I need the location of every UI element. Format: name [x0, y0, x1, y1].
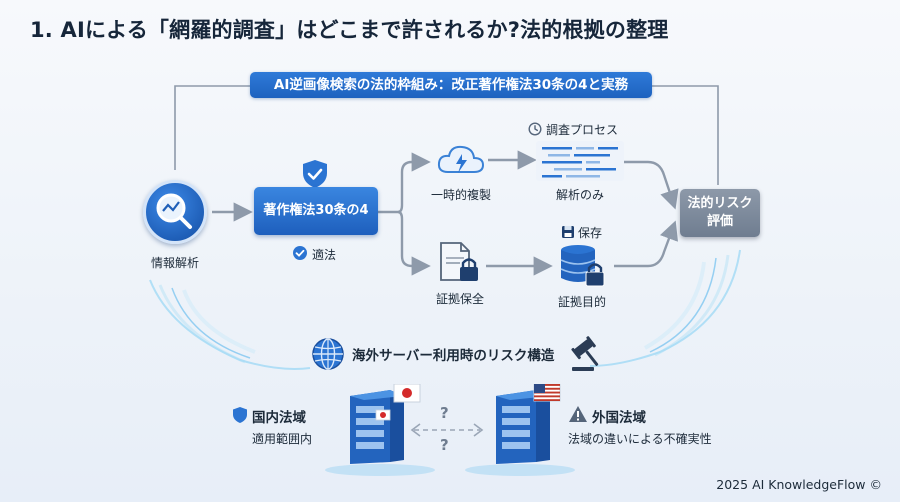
domestic-sub: 適用範囲内 — [252, 432, 313, 446]
analysis-only-label: 解析のみ — [555, 188, 604, 202]
cloud-lightning-icon — [437, 145, 485, 173]
arrow-analysis-to-risk — [624, 160, 679, 210]
legal-ok-label: 適法 — [312, 248, 337, 262]
overseas-heading: 海外サーバー利用時のリスク構造 — [352, 348, 555, 364]
evidence-purpose-label: 証拠目的 — [557, 295, 606, 309]
arrow-purpose-to-risk — [614, 220, 679, 268]
glow-swirl-right — [589, 249, 741, 367]
question-mark-bottom: ? — [440, 436, 449, 454]
foreign-server-icon — [496, 384, 561, 464]
article-30-4-box: 著作権法30条の4 — [254, 187, 378, 235]
foreign-sub: 法域の違いによる不確実性 — [568, 432, 712, 446]
temp-copy-label: 一時的複製 — [430, 188, 491, 202]
page-title: 1. AIによる「網羅的調査」はどこまで許されるか?法的根拠の整理 — [30, 18, 669, 42]
floppy-disk-icon — [562, 226, 574, 238]
foreign-title: 外国法域 — [592, 410, 646, 426]
info-analysis-node — [143, 180, 207, 244]
arrow-article-to-evidence — [397, 210, 431, 276]
glow-swirl-left — [149, 279, 311, 370]
legal-risk-box: 法的リスク 評価 — [680, 189, 760, 237]
shield-check-icon — [303, 160, 327, 188]
domestic-title: 国内法域 — [252, 410, 306, 426]
gavel-icon — [571, 336, 599, 371]
database-lock-icon — [560, 245, 605, 287]
evidence-preserve-label: 証拠保全 — [435, 292, 484, 306]
save-label: 保存 — [578, 226, 603, 240]
frame-line-right — [652, 85, 719, 185]
magnifier-chart-icon — [156, 193, 192, 229]
legal-risk-line1: 法的リスク — [687, 196, 753, 211]
document-lock-icon — [440, 242, 478, 281]
domestic-server-icon — [350, 384, 421, 464]
process-label: 調査プロセス — [546, 123, 619, 137]
shield-icon — [233, 407, 247, 423]
warning-icon — [569, 406, 587, 422]
legal-risk-line2: 評価 — [706, 214, 733, 229]
frame-line-left — [174, 85, 250, 170]
framework-banner: AI逆画像検索の法的枠組み：改正著作権法30条の4と実務 — [250, 72, 652, 98]
footer-copyright: 2025 AI KnowledgeFlow © — [716, 477, 882, 492]
check-circle-icon — [293, 246, 307, 260]
info-analysis-label: 情報解析 — [150, 256, 199, 270]
code-stream-icon — [536, 141, 624, 181]
globe-icon — [312, 338, 344, 370]
clock-icon — [528, 122, 542, 136]
question-mark-top: ? — [440, 404, 449, 422]
